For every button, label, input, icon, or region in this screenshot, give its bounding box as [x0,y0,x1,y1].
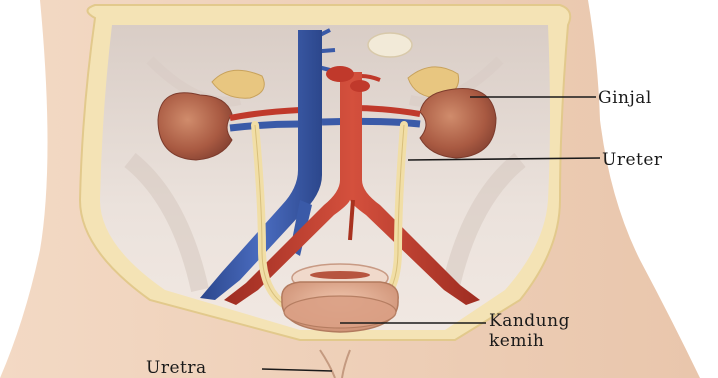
label-ureter: Ureter [602,150,663,170]
vertebra [368,33,412,57]
label-ginjal: Ginjal [598,88,652,108]
kidney-right [420,89,496,158]
label-kandung-kemih-line1: Kandung [489,311,570,331]
kidney-left [158,93,232,160]
label-uretra: Uretra [146,358,207,378]
label-kandung-kemih-line2: kemih [489,331,544,351]
